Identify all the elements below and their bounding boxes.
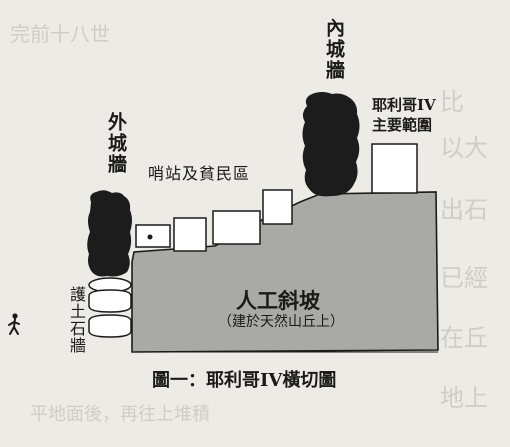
- inner-wall: [302, 92, 360, 197]
- house-3: [212, 210, 261, 245]
- outer-wall: [87, 190, 132, 277]
- background-text-right-4: 已經: [440, 264, 488, 292]
- walking-person-icon: [8, 313, 20, 335]
- background-text-right-5: 在丘: [440, 324, 488, 352]
- house-4: [262, 189, 293, 225]
- jericho-range-label-line2: 主要範圍: [372, 116, 433, 134]
- revetment-stone-3: [88, 314, 132, 338]
- slope-label: 人工斜坡: [236, 288, 320, 313]
- background-text-right-1: 比: [440, 88, 464, 116]
- revetment-stone-2: [88, 289, 132, 313]
- house-1: [135, 224, 171, 248]
- outer-wall-label: 外城牆: [105, 112, 127, 175]
- inner-wall-label: 內城牆: [323, 18, 345, 81]
- jericho-range-label-line1: 耶利哥IV: [372, 96, 436, 114]
- house-2: [173, 217, 207, 252]
- background-text-bottom: 平地面後，再往上堆積: [30, 404, 210, 425]
- house-dot: [147, 234, 153, 240]
- revetment-label: 護土石牆: [67, 286, 86, 354]
- jericho-main-area-box: [371, 143, 418, 194]
- background-text-right-3: 出石: [440, 196, 488, 224]
- figure-caption: 圖一：耶利哥IV橫切圖: [152, 370, 337, 391]
- houses-label: 哨站及貧民區: [148, 164, 251, 183]
- background-text-right-6: 地上: [440, 384, 488, 412]
- slope-sublabel: （建於天然山丘上）: [218, 314, 344, 330]
- background-text-top: 完前十八世: [10, 22, 110, 46]
- background-text-right-2: 以大: [440, 134, 488, 162]
